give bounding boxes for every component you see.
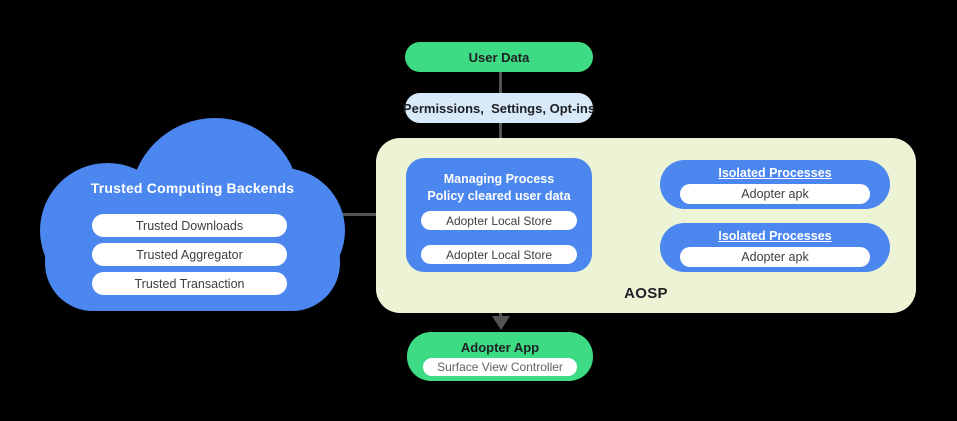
permissions-pill: Permissions, Settings, Opt-ins — [403, 93, 595, 123]
adopter-app-title: Adopter App — [460, 340, 540, 355]
trusted-computing-cloud: Trusted Computing Backends Trusted Downl… — [40, 118, 345, 311]
managing-process-title-line2: Policy cleared user data — [427, 189, 571, 203]
isolated-process-box: Isolated Processes Adopter apk — [660, 160, 890, 209]
aosp-label: AOSP — [624, 285, 668, 302]
trusted-transaction-pill: Trusted Transaction — [92, 272, 287, 295]
surface-view-controller-pill: Surface View Controller — [423, 358, 577, 376]
adopter-local-store-pill: Adopter Local Store — [421, 211, 577, 230]
user-data-pill: User Data — [405, 42, 593, 72]
adopter-local-store-pill: Adopter Local Store — [421, 245, 577, 264]
isolated-process-title: Isolated Processes — [718, 229, 832, 243]
isolated-process-box: Isolated Processes Adopter apk — [660, 223, 890, 272]
arrow-down-icon — [492, 316, 510, 330]
isolated-process-title: Isolated Processes — [718, 166, 832, 180]
trusted-aggregator-pill: Trusted Aggregator — [92, 243, 287, 266]
cloud-title: Trusted Computing Backends — [90, 180, 295, 196]
connector-userdata-permissions — [499, 72, 502, 94]
trusted-downloads-pill: Trusted Downloads — [92, 214, 287, 237]
adopter-apk-pill: Adopter apk — [680, 184, 870, 204]
managing-process-title: Managing Process Policy cleared user dat… — [406, 171, 592, 205]
managing-process-title-line1: Managing Process — [443, 172, 555, 186]
managing-process-box: Managing Process Policy cleared user dat… — [406, 158, 592, 272]
adopter-app-box: Adopter App Surface View Controller — [407, 332, 593, 381]
connector-cloud-managing — [332, 213, 408, 216]
adopter-apk-pill: Adopter apk — [680, 247, 870, 267]
